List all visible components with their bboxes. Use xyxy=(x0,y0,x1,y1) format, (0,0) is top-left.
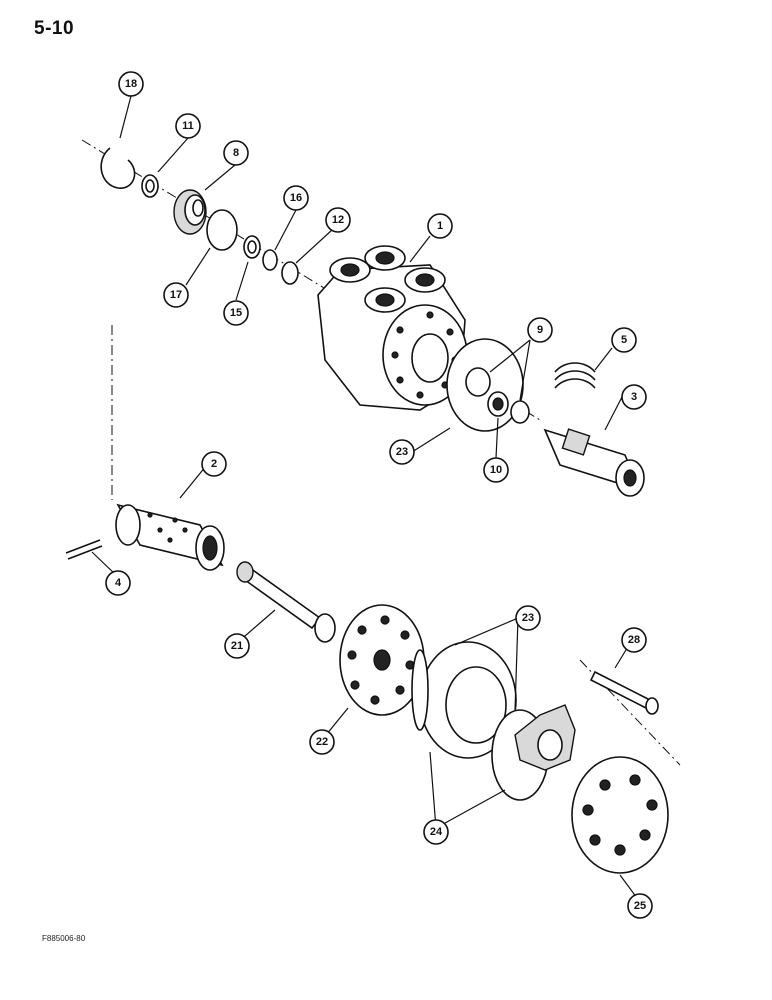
callout-label: 1 xyxy=(437,220,443,232)
callout-4: 4 xyxy=(105,570,131,596)
callout-21: 21 xyxy=(224,633,250,659)
callout-label: 25 xyxy=(634,900,646,912)
callout-18: 18 xyxy=(118,71,144,97)
callout-label: 28 xyxy=(628,634,640,646)
callout-label: 17 xyxy=(170,289,182,301)
figure-code: F885006-80 xyxy=(42,934,86,943)
callout-8: 8 xyxy=(223,140,249,166)
callout-12: 12 xyxy=(325,207,351,233)
quad-ring-part xyxy=(281,261,299,285)
bolt-part xyxy=(589,670,659,715)
callout-2: 2 xyxy=(201,451,227,477)
spool-sleeve-part xyxy=(543,428,645,497)
callout-label: 3 xyxy=(631,391,637,403)
callout-16: 16 xyxy=(283,185,309,211)
rotor-part xyxy=(514,704,576,771)
callout-label: 11 xyxy=(182,120,194,132)
callout-28: 28 xyxy=(621,627,647,653)
callout-9: 9 xyxy=(527,317,553,343)
spacer-plate-part xyxy=(446,338,530,432)
callout-label: 23 xyxy=(396,446,408,458)
end-cap-part xyxy=(571,756,669,874)
spacer-plate-lower-part xyxy=(339,604,425,716)
pin-part xyxy=(65,539,103,560)
callout-25: 25 xyxy=(627,893,653,919)
gland-part xyxy=(173,189,207,235)
callout-label: 2 xyxy=(211,458,217,470)
callout-24: 24 xyxy=(423,819,449,845)
seal-ring-part xyxy=(262,249,278,271)
callout-label: 16 xyxy=(290,192,302,204)
callout-label: 12 xyxy=(332,214,344,226)
callout-label: 9 xyxy=(537,324,543,336)
callout-17: 17 xyxy=(163,282,189,308)
snap-ring-part xyxy=(100,147,136,189)
callout-3: 3 xyxy=(621,384,647,410)
drive-shaft-part xyxy=(236,561,336,643)
housing-part xyxy=(317,245,468,411)
callout-1: 1 xyxy=(427,213,453,239)
seal-part xyxy=(141,174,159,198)
callout-15: 15 xyxy=(223,300,249,326)
page-number: 5-10 xyxy=(34,18,75,39)
callout-23-lower: 23 xyxy=(515,605,541,631)
callout-11: 11 xyxy=(175,113,201,139)
callout-22: 22 xyxy=(309,729,335,755)
callout-label: 4 xyxy=(115,577,122,589)
callout-23-upper: 23 xyxy=(389,439,415,465)
leader-lines xyxy=(91,95,641,903)
callout-label: 24 xyxy=(430,826,443,838)
centering-springs-part xyxy=(554,362,596,389)
callout-label: 21 xyxy=(231,640,243,652)
o-ring-part xyxy=(206,209,238,251)
callout-label: 18 xyxy=(125,78,137,90)
callout-label: 22 xyxy=(316,736,328,748)
callout-10: 10 xyxy=(483,457,509,483)
callout-label: 5 xyxy=(621,334,627,346)
callout-label: 15 xyxy=(230,307,242,319)
sleeve-part xyxy=(115,503,225,571)
callout-5: 5 xyxy=(611,327,637,353)
callout-label: 10 xyxy=(490,464,502,476)
callout-label: 8 xyxy=(233,147,239,159)
backup-ring-part xyxy=(243,235,261,259)
callout-label: 23 xyxy=(522,612,534,624)
